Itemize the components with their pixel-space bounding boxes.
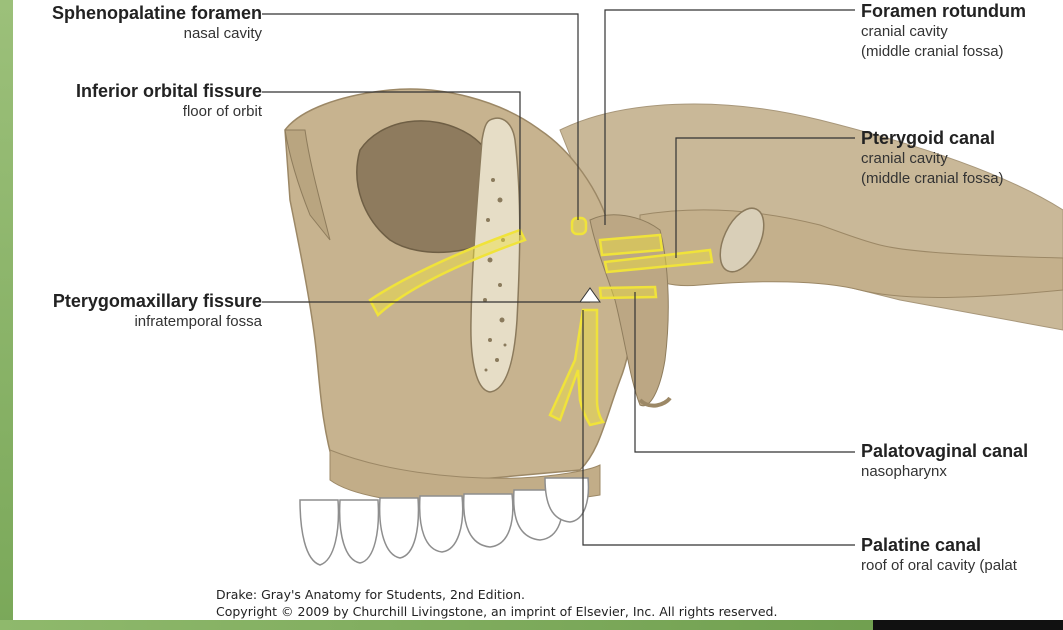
label-title: Palatovaginal canal bbox=[861, 440, 1028, 462]
credit-line-1: Drake: Gray's Anatomy for Students, 2nd … bbox=[216, 586, 777, 603]
label-sphenopalatine-foramen: Sphenopalatine foramen nasal cavity bbox=[14, 2, 262, 44]
label-pterygoid-canal: Pterygoid canal cranial cavity (middle c… bbox=[861, 127, 1004, 189]
label-palatine-canal: Palatine canal roof of oral cavity (pala… bbox=[861, 534, 1017, 576]
label-title: Pterygomaxillary fissure bbox=[14, 290, 262, 312]
label-title: Sphenopalatine foramen bbox=[14, 2, 262, 24]
pterygoid-canal-tube bbox=[600, 235, 662, 255]
label-sub: infratemporal fossa bbox=[14, 312, 262, 332]
label-pterygomaxillary-fissure: Pterygomaxillary fissure infratemporal f… bbox=[14, 290, 262, 332]
label-sub: nasal cavity bbox=[14, 24, 262, 44]
label-title: Inferior orbital fissure bbox=[14, 80, 262, 102]
credit-line-2: Copyright © 2009 by Churchill Livingston… bbox=[216, 603, 777, 620]
credit-caption: Drake: Gray's Anatomy for Students, 2nd … bbox=[216, 586, 777, 620]
label-sub: cranial cavity bbox=[861, 149, 1004, 169]
label-sub: roof of oral cavity (palat bbox=[861, 556, 1017, 576]
label-foramen-rotundum: Foramen rotundum cranial cavity (middle … bbox=[861, 0, 1026, 62]
label-sub: floor of orbit bbox=[14, 102, 262, 122]
label-title: Pterygoid canal bbox=[861, 127, 1004, 149]
foramen-rotundum-mark bbox=[572, 218, 586, 234]
label-palatovaginal-canal: Palatovaginal canal nasopharynx bbox=[861, 440, 1028, 482]
label-sub: cranial cavity bbox=[861, 22, 1026, 42]
label-sub: (middle cranial fossa) bbox=[861, 169, 1004, 189]
label-title: Palatine canal bbox=[861, 534, 1017, 556]
label-sub: nasopharynx bbox=[861, 462, 1028, 482]
label-inferior-orbital-fissure: Inferior orbital fissure floor of orbit bbox=[14, 80, 262, 122]
palatovaginal-canal-tube bbox=[600, 287, 656, 298]
label-sub: (middle cranial fossa) bbox=[861, 42, 1026, 62]
label-title: Foramen rotundum bbox=[861, 0, 1026, 22]
